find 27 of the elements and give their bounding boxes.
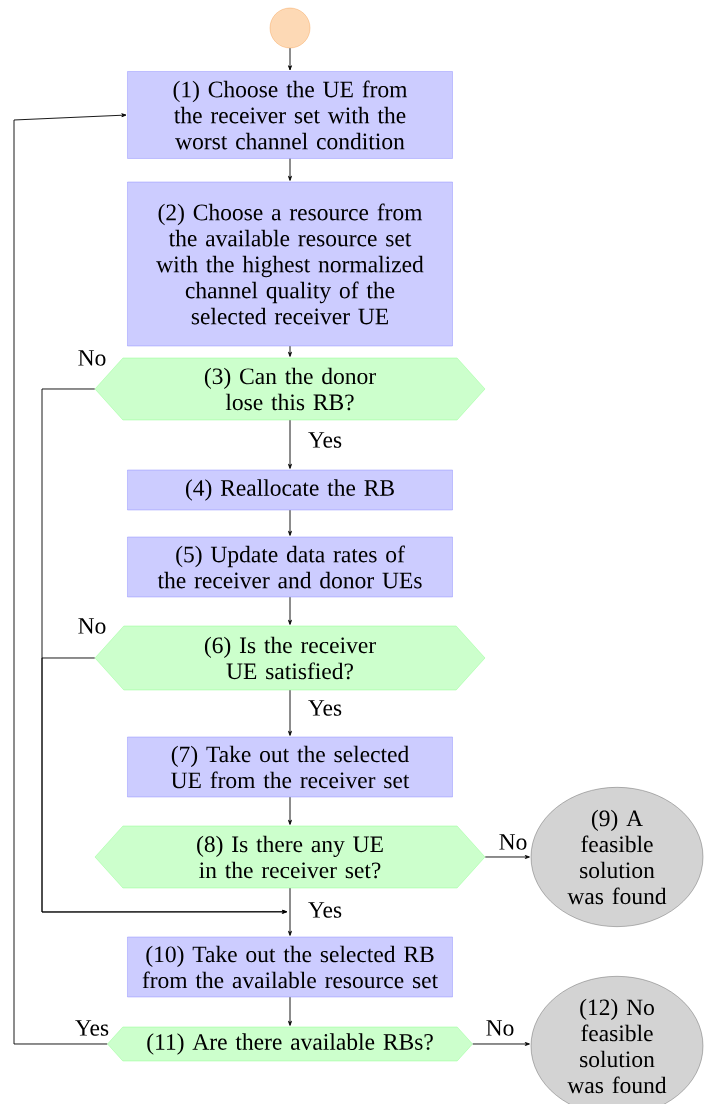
- arrow: [288, 419, 292, 469]
- process-box: (1) Choose the UE from the receiver set with the worst channel condition: [127, 71, 453, 159]
- edge-label: Yes: [306, 699, 344, 717]
- arrow: [472, 1042, 530, 1046]
- arrow: [288, 345, 292, 357]
- edge-label: Yes: [306, 431, 344, 449]
- arrow: [288, 47, 292, 71]
- start-circle: [269, 7, 311, 49]
- process-box: (10) Take out the selected RB from the available resource set: [127, 936, 453, 998]
- arrow: [484, 855, 530, 859]
- arrow: [288, 996, 292, 1026]
- arrow: [288, 509, 292, 536]
- arrow: [13, 113, 127, 1045]
- edge-label: No: [497, 833, 529, 851]
- decision-hexagon: (8) Is there any UE in the receiver set?: [94, 825, 486, 889]
- process-box: (4) Reallocate the RB: [127, 469, 453, 511]
- arrow: [41, 657, 288, 914]
- edge-label: No: [484, 1019, 516, 1037]
- process-box: (2) Choose a resource from the available resource set with the highest normalized channel quality of the selected receiver UE: [127, 181, 453, 347]
- process-box: (7) Take out the selected UE from the receiver set: [127, 736, 453, 798]
- arrow: [288, 689, 292, 736]
- arrow: [288, 158, 292, 181]
- arrow: [288, 596, 292, 625]
- arrow: [288, 796, 292, 825]
- arrow: [288, 887, 292, 936]
- edge-label: Yes: [306, 901, 344, 919]
- process-box: (5) Update data rates of the receiver and donor UEs: [127, 536, 453, 598]
